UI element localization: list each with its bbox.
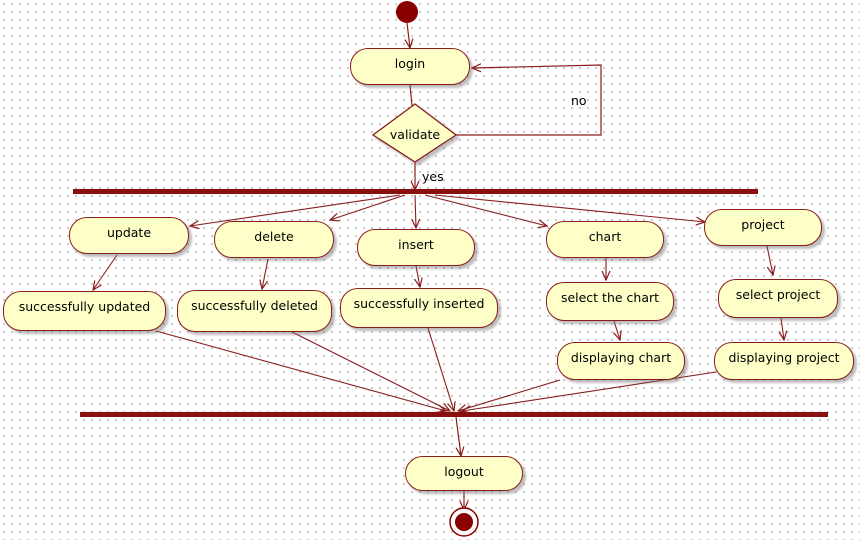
edge-fork-chart xyxy=(424,194,547,226)
activity-displaying-chart-label: displaying chart xyxy=(570,350,672,365)
edge-validate-no-loop xyxy=(456,65,602,136)
edge-deleted-join xyxy=(291,331,450,411)
activity-successfully-updated-label: successfully updated xyxy=(18,299,151,314)
edge-fork-update xyxy=(190,194,401,226)
guard-no-label: no xyxy=(571,93,587,108)
activity-update-label: update xyxy=(106,225,152,240)
activity-successfully-inserted: successfully inserted xyxy=(340,288,498,328)
fork-bar xyxy=(73,189,758,194)
activity-select-the-chart: select the chart xyxy=(546,282,674,321)
activity-successfully-deleted: successfully deleted xyxy=(177,290,332,332)
decision-validate-label: validate xyxy=(389,127,441,142)
activity-displaying-chart: displaying chart xyxy=(557,342,685,380)
final-node-core xyxy=(455,513,473,531)
activity-delete: delete xyxy=(214,221,334,258)
edge-join-logout xyxy=(456,416,461,456)
activity-displaying-project-label: displaying project xyxy=(728,350,840,365)
activity-chart: chart xyxy=(546,221,664,258)
edge-updated-join xyxy=(155,330,446,411)
activity-select-the-chart-label: select the chart xyxy=(560,290,660,305)
activity-update: update xyxy=(69,217,189,254)
activity-chart-label: chart xyxy=(588,229,622,244)
join-bar xyxy=(80,412,828,417)
activity-project-label: project xyxy=(741,217,785,232)
edge-select-chart-display xyxy=(614,320,620,340)
activity-project: project xyxy=(704,209,822,246)
activity-insert: insert xyxy=(357,229,475,266)
activity-delete-label: delete xyxy=(254,229,294,244)
edge-fork-insert xyxy=(415,194,416,228)
edge-fork-delete xyxy=(330,194,406,220)
edge-start-login xyxy=(407,22,410,48)
activity-successfully-inserted-label: successfully inserted xyxy=(353,296,485,311)
activity-login: login xyxy=(350,48,470,85)
activity-select-project-label: select project xyxy=(735,287,821,302)
activity-logout-label: logout xyxy=(444,464,484,479)
edge-insert-success xyxy=(416,265,420,287)
activity-displaying-project: displaying project xyxy=(714,342,854,380)
activity-successfully-deleted-label: successfully deleted xyxy=(191,298,318,313)
guard-yes-label: yes xyxy=(422,169,444,184)
edge-fork-project xyxy=(434,194,705,222)
activity-select-project: select project xyxy=(718,279,838,318)
activity-insert-label: insert xyxy=(398,237,434,252)
edge-update-success xyxy=(93,254,118,290)
activity-logout: logout xyxy=(405,456,523,491)
edge-chart-join xyxy=(458,379,561,411)
edge-project-select xyxy=(766,245,773,275)
edge-inserted-join xyxy=(427,327,454,411)
activity-successfully-updated: successfully updated xyxy=(3,291,166,331)
activity-login-label: login xyxy=(394,56,426,71)
initial-node xyxy=(396,1,418,23)
edge-select-project-display xyxy=(781,317,784,340)
edge-delete-success xyxy=(262,258,269,289)
